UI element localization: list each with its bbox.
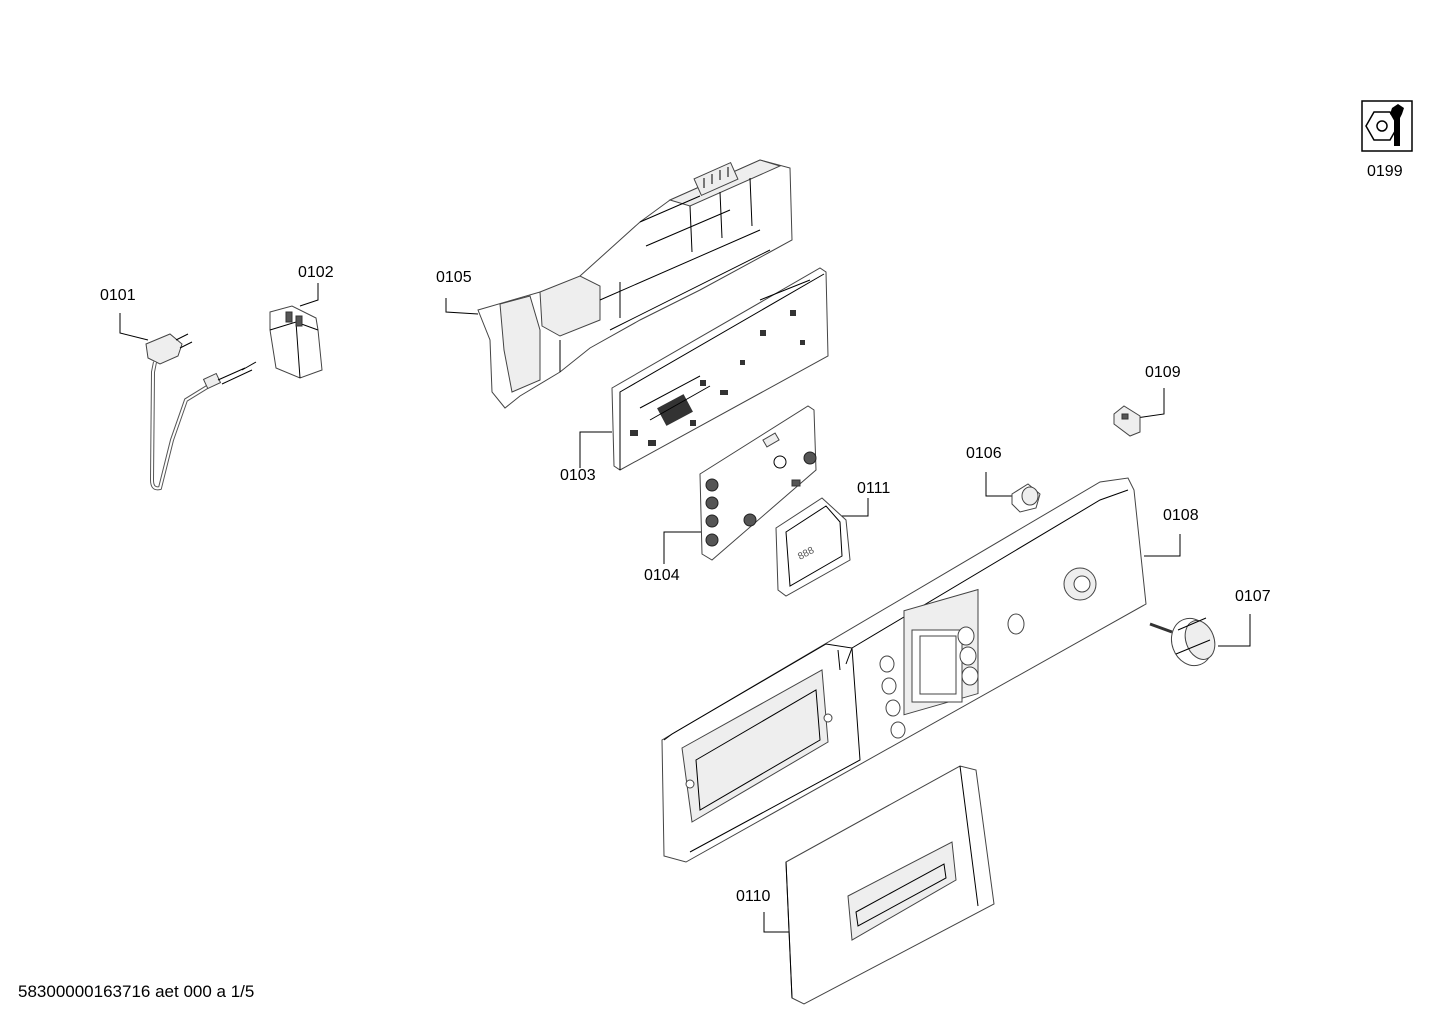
part-label-0101[interactable]: 0101 [100,287,136,304]
nut-and-wrench-icon[interactable] [1361,100,1413,152]
part-0102-filter[interactable] [241,283,323,379]
part-label-0111[interactable]: 0111 [857,480,891,497]
part-label-0108[interactable]: 0108 [1163,507,1199,524]
part-0105-control-housing[interactable] [445,159,793,409]
part-0103-main-pcb[interactable] [579,267,829,471]
part-label-0102[interactable]: 0102 [298,264,334,281]
part-0111-display-window[interactable]: 888 [775,497,869,597]
part-label-0105[interactable]: 0105 [436,269,472,286]
part-label-0106[interactable]: 0106 [966,445,1002,462]
part-label-0110[interactable]: 0110 [736,888,771,905]
part-0110-drawer-handle[interactable] [763,765,995,1005]
part-0109-clip[interactable] [1113,388,1165,437]
part-label-0199[interactable]: 0199 [1367,163,1403,180]
document-footer-code: 58300000163716 aet 000 a 1/5 [18,982,255,1001]
part-0108-control-panel[interactable] [661,477,1181,863]
part-0106-knob-cap[interactable] [985,472,1041,513]
part-label-0109[interactable]: 0109 [1145,364,1181,381]
part-0104-button-pcb[interactable] [663,405,817,564]
part-label-0107[interactable]: 0107 [1235,588,1271,605]
part-0107-programme-knob[interactable] [1149,613,1251,672]
part-label-0103[interactable]: 0103 [560,467,596,484]
part-label-0104[interactable]: 0104 [644,567,680,584]
part-0101-power-cord[interactable] [119,313,253,491]
